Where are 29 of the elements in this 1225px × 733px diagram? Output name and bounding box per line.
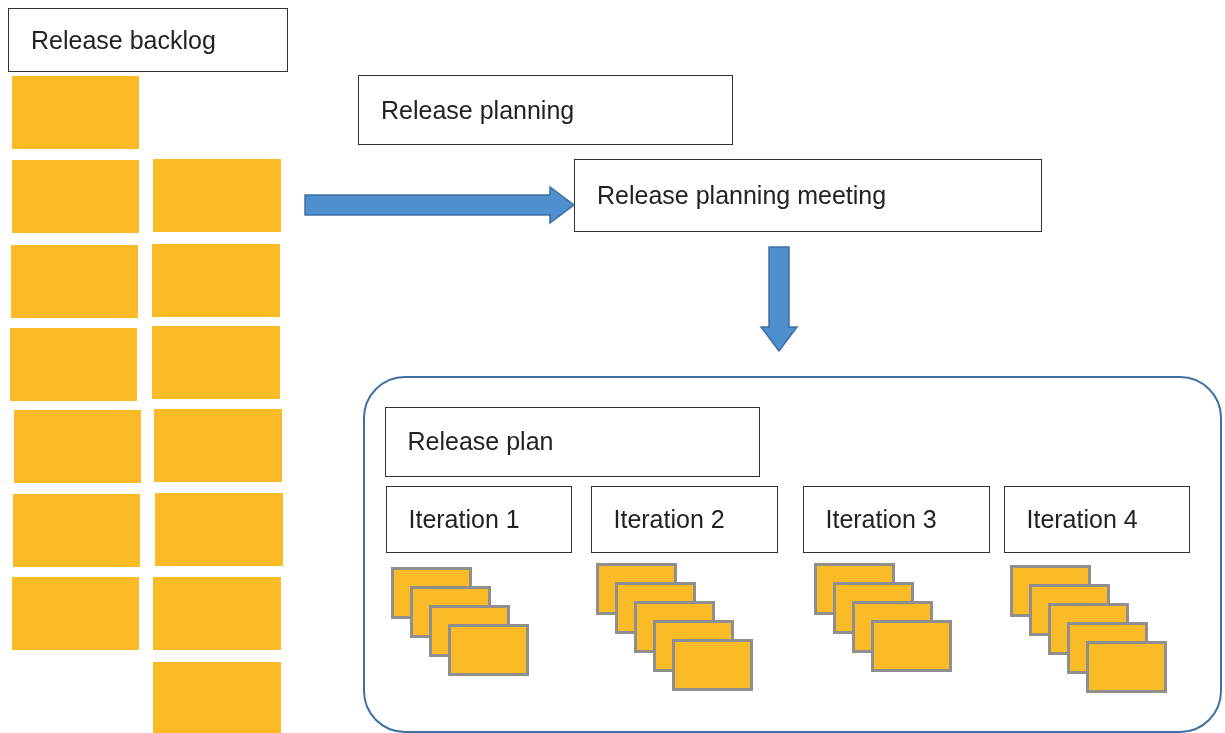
story-card — [10, 328, 137, 401]
label-box: Release planning meeting — [574, 159, 1042, 232]
story-card — [12, 160, 139, 233]
story-card — [11, 245, 138, 318]
label-box: Release backlog — [8, 8, 288, 72]
story-card — [12, 577, 139, 650]
label-box: Iteration 2 — [590, 485, 778, 553]
block-arrow — [304, 185, 576, 225]
story-card — [152, 244, 280, 317]
label-box: Iteration 3 — [802, 485, 990, 553]
block-arrow — [759, 246, 799, 353]
story-card — [14, 410, 141, 483]
story-card — [154, 409, 282, 482]
story-card — [152, 326, 280, 399]
card-stack-drawing — [390, 566, 529, 676]
label-box: Release plan — [384, 406, 760, 477]
story-card — [153, 159, 281, 232]
story-card — [12, 76, 139, 149]
card-stack-drawing — [1009, 564, 1167, 693]
story-card — [155, 493, 283, 566]
label-box: Iteration 4 — [1003, 485, 1190, 553]
card-stack-drawing — [595, 562, 753, 691]
story-card — [153, 577, 281, 650]
story-card — [13, 494, 140, 567]
card-stack-drawing — [813, 562, 952, 672]
release-container — [363, 376, 1222, 733]
label-box: Release planning — [358, 75, 733, 145]
story-card — [153, 662, 281, 733]
label-box: Iteration 1 — [385, 485, 572, 553]
